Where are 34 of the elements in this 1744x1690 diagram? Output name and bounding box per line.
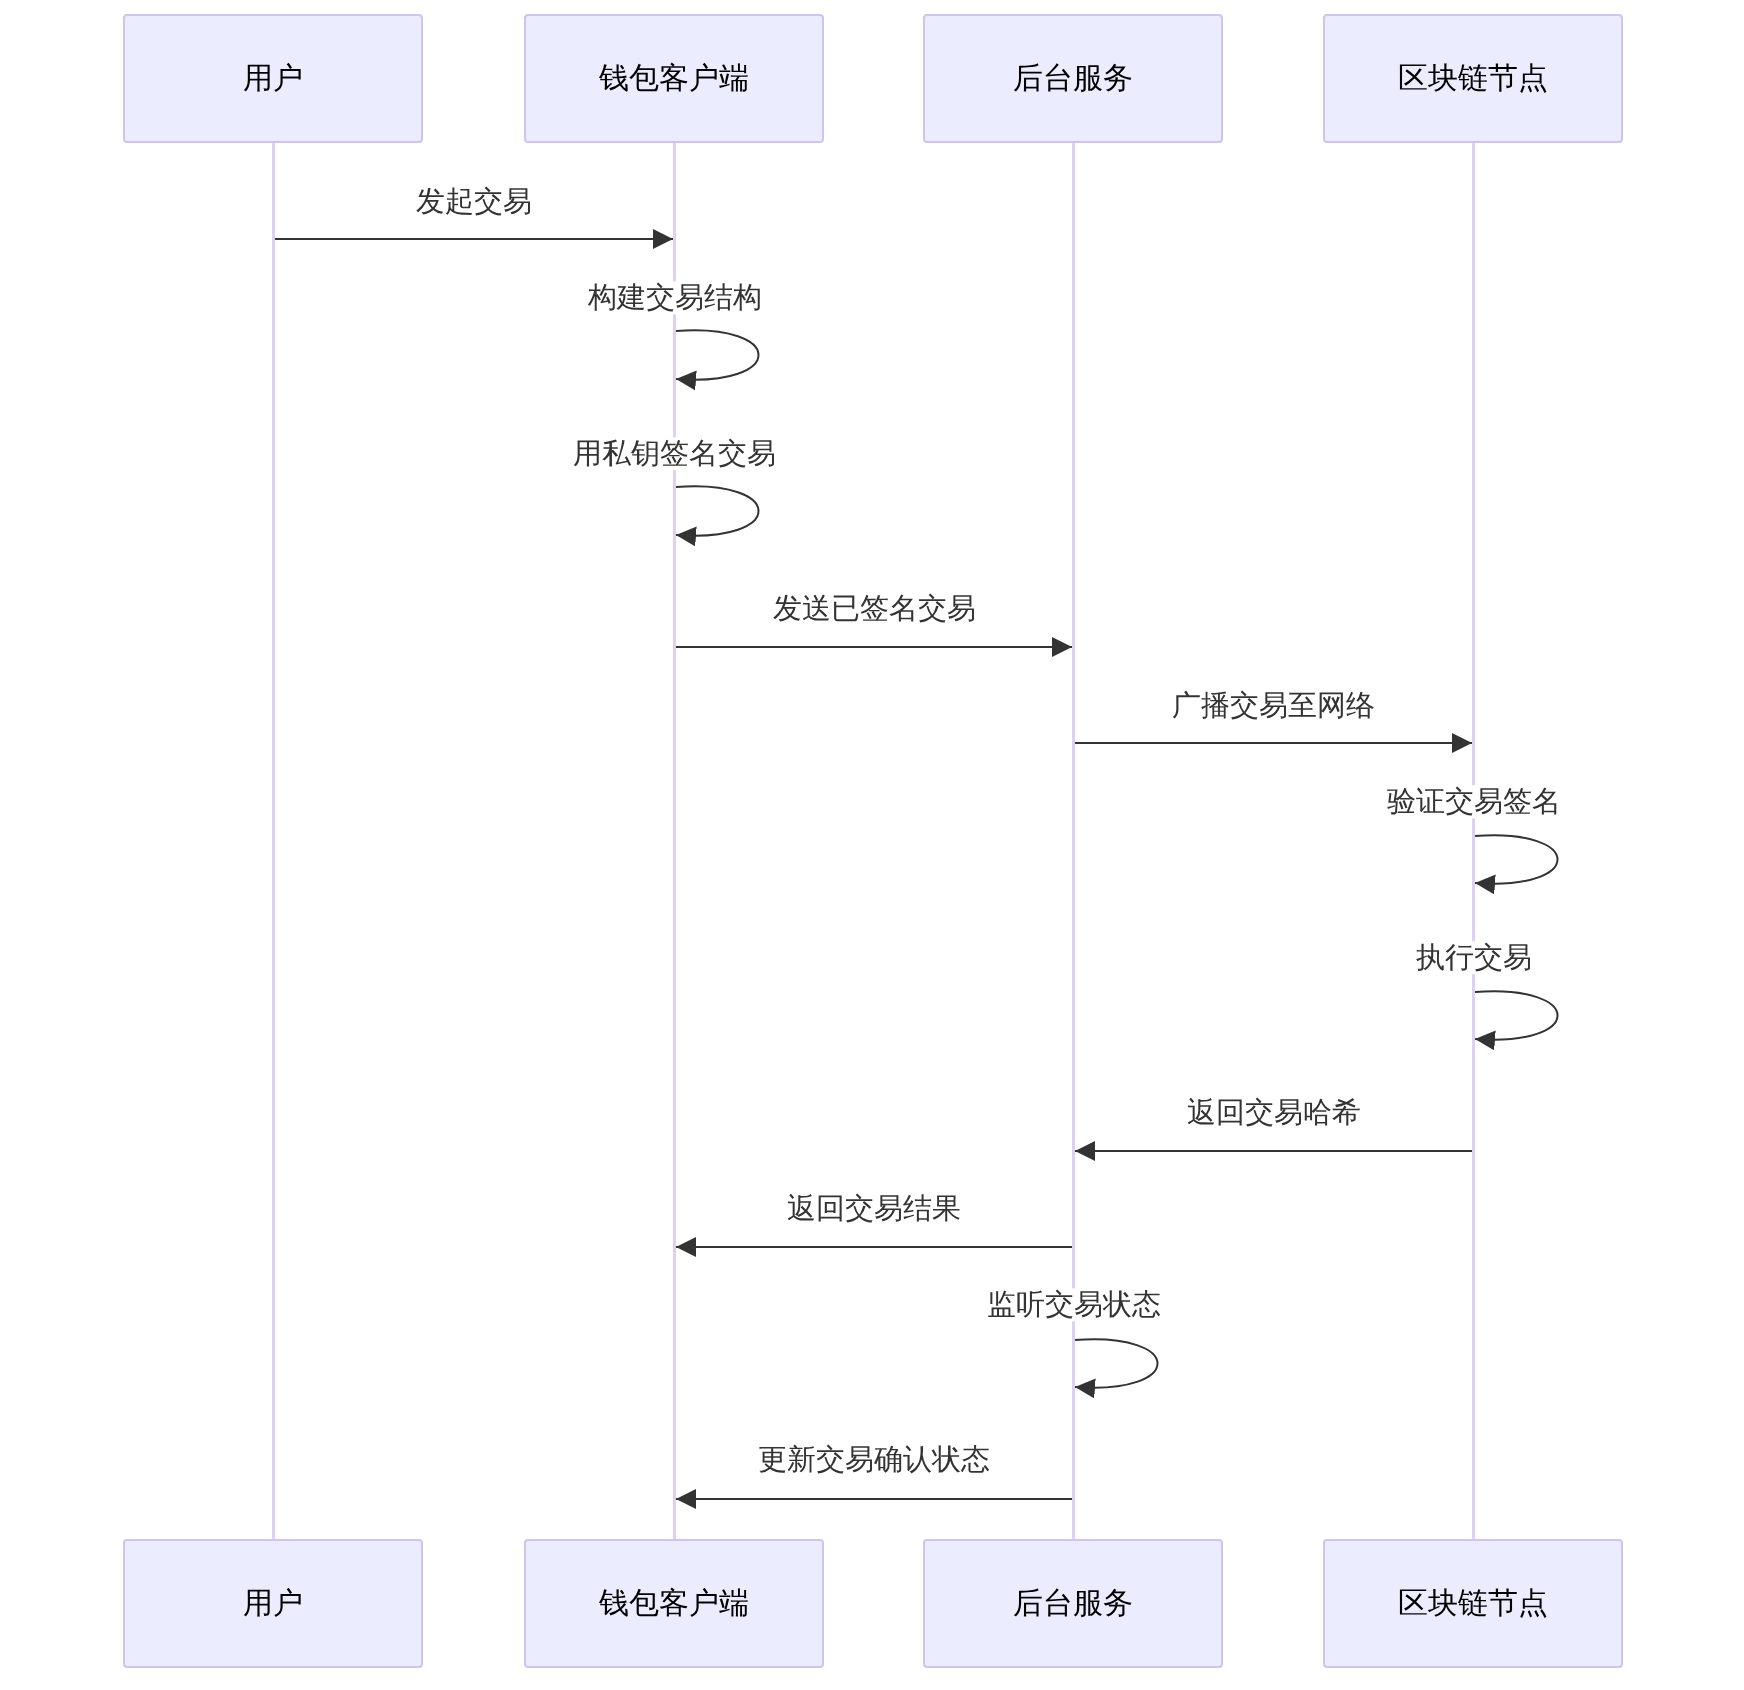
participant-box bbox=[923, 1539, 1223, 1668]
participant-box bbox=[123, 14, 423, 143]
message-arrow bbox=[675, 637, 1073, 657]
self-message-arrow bbox=[1474, 990, 1559, 1050]
message-arrow bbox=[675, 1237, 1073, 1257]
participant-name: 后台服务 bbox=[1013, 59, 1133, 97]
participant-name: 区块链节点 bbox=[1398, 59, 1548, 97]
message-arrow bbox=[1074, 1141, 1473, 1161]
participant-box bbox=[923, 14, 1223, 143]
lifeline bbox=[272, 143, 275, 1539]
participant-box bbox=[1323, 14, 1623, 143]
edge-label: 广播交易至网络 bbox=[1170, 689, 1377, 723]
self-message-arrow bbox=[1074, 1338, 1159, 1398]
participant-box bbox=[524, 1539, 824, 1668]
message-arrow bbox=[675, 1489, 1073, 1509]
edge-label: 返回交易结果 bbox=[785, 1192, 963, 1226]
lifeline bbox=[1472, 143, 1475, 1539]
participant-name: 后台服务 bbox=[1013, 1584, 1133, 1622]
participant-name: 用户 bbox=[243, 1584, 303, 1622]
participant-box bbox=[1323, 1539, 1623, 1668]
participant-name: 钱包客户端 bbox=[599, 1584, 749, 1622]
participant-box bbox=[123, 1539, 423, 1668]
edge-label: 更新交易确认状态 bbox=[756, 1443, 992, 1477]
self-message-arrow bbox=[675, 485, 760, 546]
participant-name: 区块链节点 bbox=[1398, 1584, 1548, 1622]
participant-name: 钱包客户端 bbox=[599, 59, 749, 97]
message-arrow bbox=[1074, 733, 1473, 753]
participant-name: 用户 bbox=[243, 59, 303, 97]
message-arrow bbox=[274, 229, 674, 249]
participant-box bbox=[524, 14, 824, 143]
self-message-arrow bbox=[675, 329, 760, 390]
lifeline bbox=[1072, 143, 1075, 1539]
self-message-arrow bbox=[1474, 834, 1559, 894]
edge-label: 返回交易哈希 bbox=[1184, 1096, 1363, 1130]
